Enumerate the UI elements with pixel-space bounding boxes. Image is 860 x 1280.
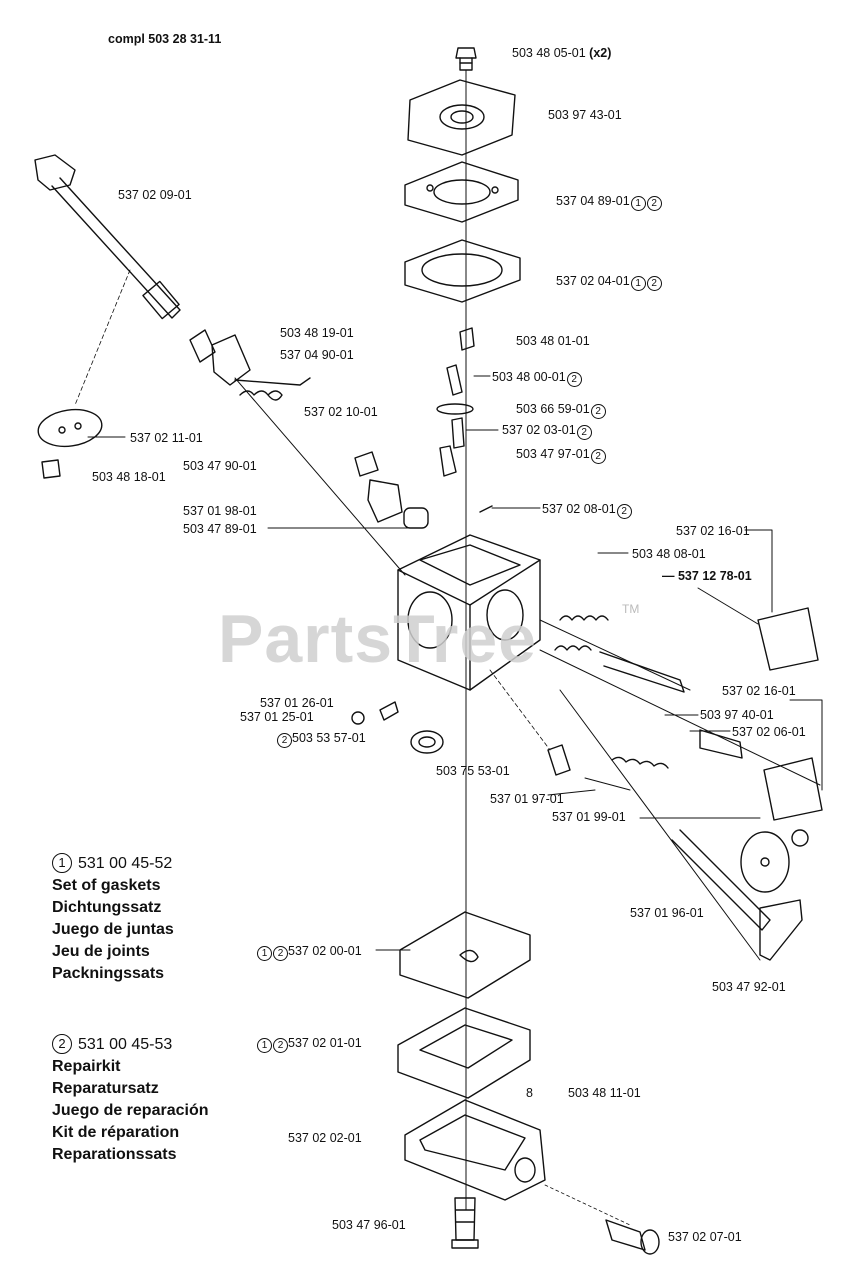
part-label: 537 02 07-01	[668, 1230, 742, 1244]
sleeve-lower	[763, 757, 823, 821]
part-label: 503 75 53-01	[436, 764, 510, 778]
part-label: 503 48 05-01 (x2)	[512, 46, 612, 60]
filter-ring	[410, 730, 444, 754]
part-label: 503 48 01-01	[516, 334, 590, 348]
part-label: 503 97 43-01	[548, 108, 622, 122]
sleeve-upper	[757, 607, 819, 671]
part-label: 537 01 99-01	[552, 810, 626, 824]
part-label: 503 97 40-01	[700, 708, 774, 722]
top-screw	[455, 47, 477, 71]
partstree-watermark: PartsTree	[218, 601, 537, 677]
part-label: — 537 12 78-01	[662, 569, 752, 583]
part-label: 503 47 96-01	[332, 1218, 406, 1232]
part-label: 503 48 08-01	[632, 547, 706, 561]
part-label: 537 02 11-01	[130, 431, 203, 445]
throttle-disc	[37, 408, 103, 448]
part-label: 537 02 02-01	[288, 1131, 362, 1145]
part-label: 537 02 06-01	[732, 725, 806, 739]
part-label: 537 02 09-01	[118, 188, 192, 202]
part-label: 537 01 96-01	[630, 906, 704, 920]
part-label: 537 01 26-01	[260, 696, 334, 710]
part-label: 8	[526, 1086, 533, 1100]
trademark-mark: TM	[622, 602, 640, 616]
throttle-shaft	[34, 154, 181, 320]
carburetor-body	[397, 534, 541, 691]
part-label: 503 48 18-01	[92, 470, 166, 484]
part-label: 537 02 16-01	[676, 524, 750, 538]
part-label: 503 47 92-01	[712, 980, 786, 994]
metering-plate	[397, 1007, 531, 1099]
metering-gasket	[399, 911, 531, 999]
part-label: 503 48 19-01	[280, 326, 354, 340]
pump-gasket	[404, 239, 521, 303]
part-label: 537 01 25-01	[240, 710, 314, 724]
pump-cover	[407, 79, 516, 156]
part-label: 537 02 10-01	[304, 405, 378, 419]
part-label: 503 48 11-01	[568, 1086, 641, 1100]
part-label: 537 01 97-01	[490, 792, 564, 806]
bottom-cover	[404, 1099, 546, 1201]
part-label: 537 04 90-01	[280, 348, 354, 362]
part-label: 537 02 16-01	[722, 684, 796, 698]
part-label: 537 01 98-01	[183, 504, 257, 518]
part-label: 503 47 90-01	[183, 459, 257, 473]
choke-disc	[740, 831, 790, 893]
part-label: 503 47 89-01	[183, 522, 257, 536]
compl-label: compl 503 28 31-11	[108, 32, 222, 46]
pump-diaphragm	[404, 161, 519, 223]
